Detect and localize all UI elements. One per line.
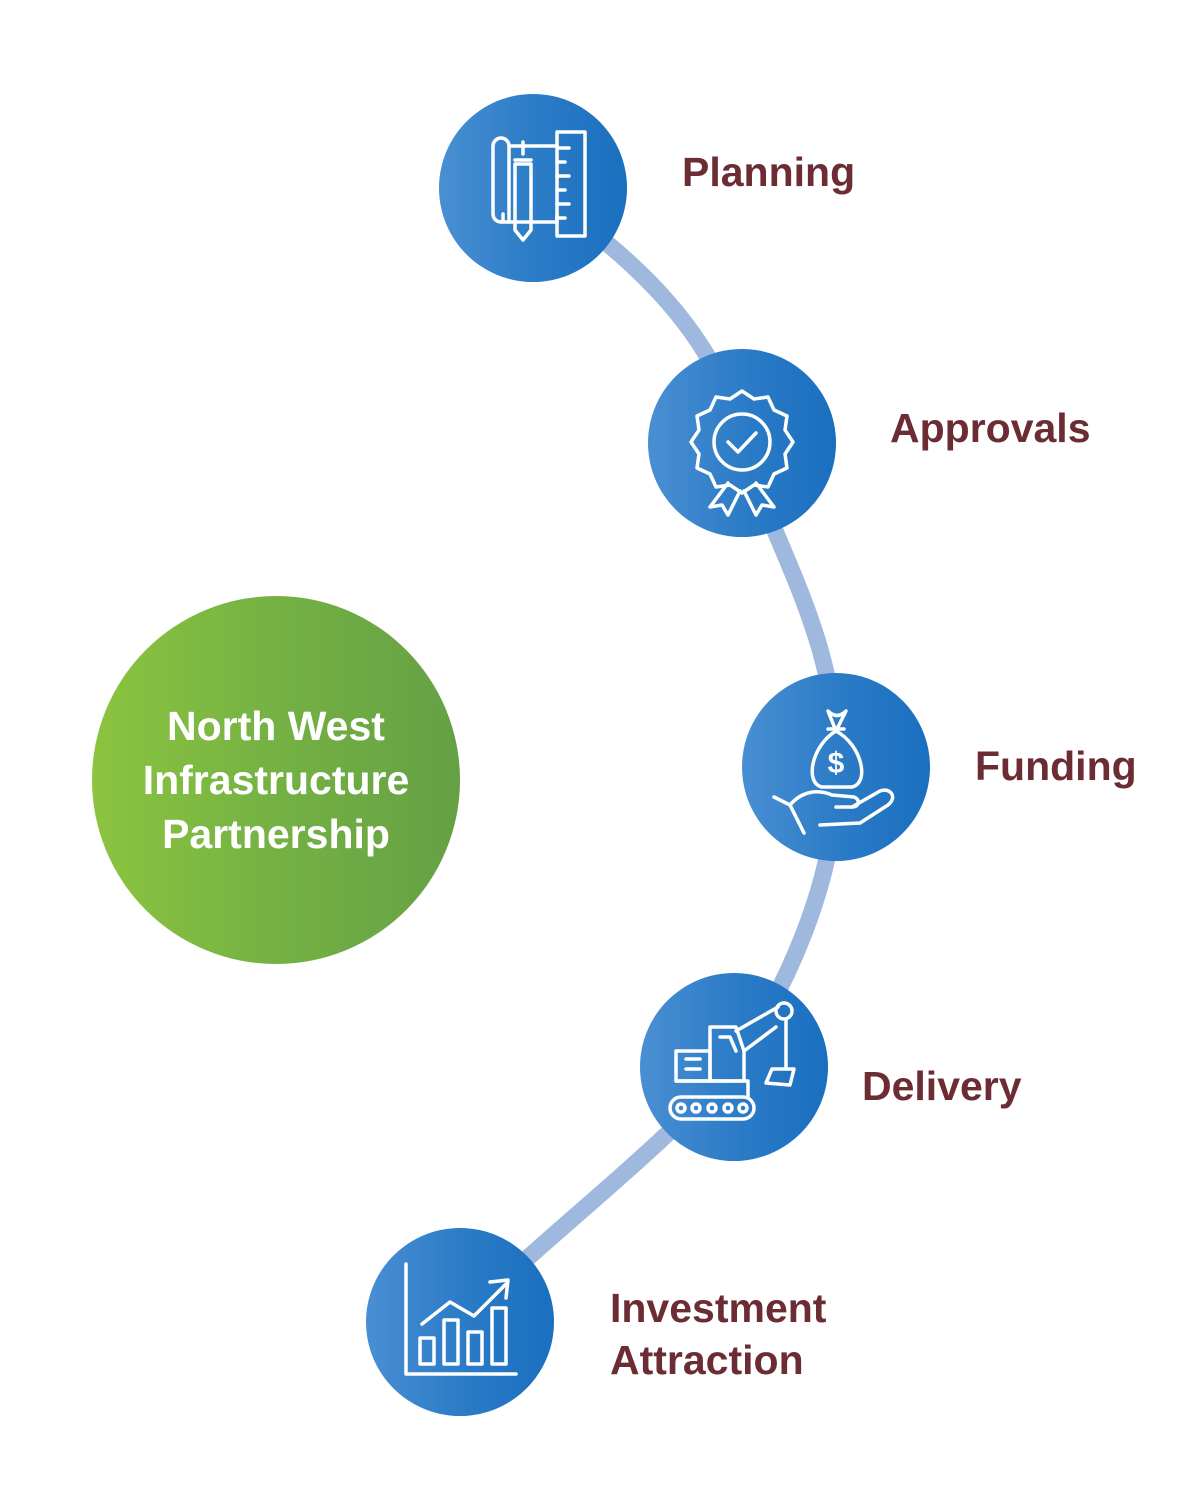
step-label-planning: Planning: [682, 149, 856, 195]
hand-money-bag-icon: $: [772, 709, 895, 835]
step-label-funding: Funding: [975, 743, 1137, 789]
step-label-approvals: Approvals: [890, 405, 1091, 451]
blueprint-pencil-ruler-icon: [491, 130, 587, 242]
investment-attraction-node: [366, 1228, 554, 1416]
growth-bar-chart-icon: [404, 1262, 518, 1376]
partnership-hub-circle: North West Infrastructure Partnership: [92, 596, 460, 964]
approvals-node: [648, 349, 836, 537]
funding-node: $: [742, 673, 930, 861]
excavator-icon: [668, 1001, 796, 1121]
step-label-delivery: Delivery: [862, 1063, 1022, 1109]
delivery-node: [640, 973, 828, 1161]
step-label-investment-attraction: Investment Attraction: [610, 1285, 827, 1383]
approval-badge-checkmark-icon: [689, 389, 795, 517]
planning-node: [439, 94, 627, 282]
svg-text:$: $: [828, 747, 845, 780]
hub-title: North West Infrastructure Partnership: [142, 703, 410, 857]
